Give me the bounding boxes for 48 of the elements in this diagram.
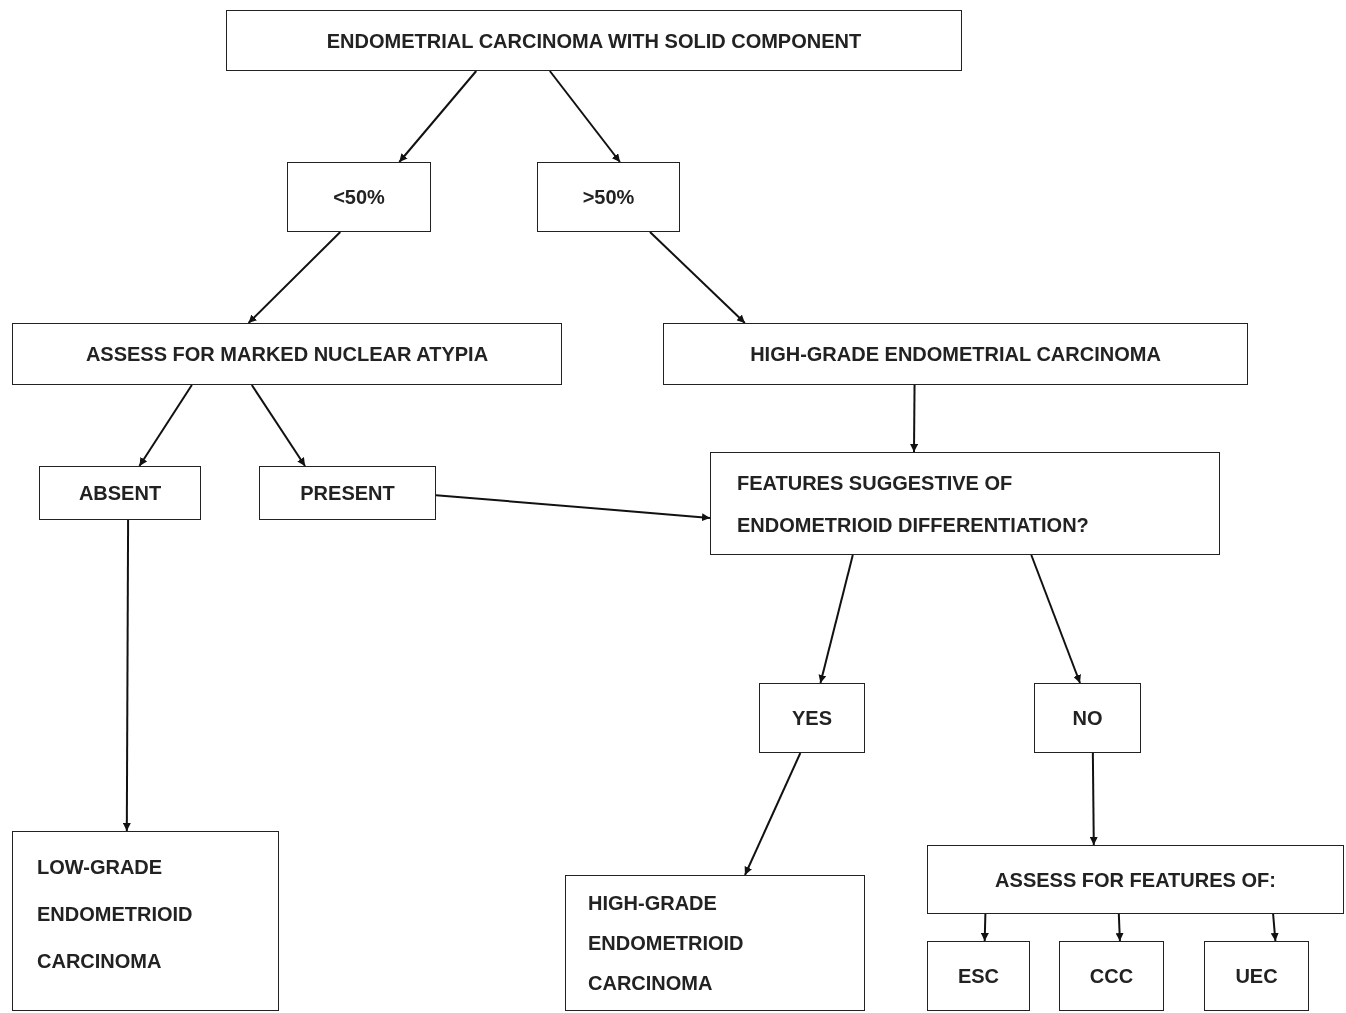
- arrow: [1089, 752, 1098, 846]
- process-box: [1034, 683, 1141, 753]
- box-label: HIGH-GRADE ENDOMETRIAL CARCINOMA: [750, 342, 1161, 366]
- arrow: [1270, 913, 1279, 942]
- process-box: [927, 941, 1030, 1011]
- process-box: [759, 683, 865, 753]
- box-label: >50%: [582, 185, 635, 209]
- box-label: CCC: [1089, 964, 1134, 988]
- process-box: [537, 162, 680, 232]
- process-box: [12, 323, 562, 385]
- arrow: [648, 231, 746, 324]
- process-box: [565, 875, 865, 1011]
- arrow: [247, 231, 342, 324]
- box-label: PRESENT: [300, 481, 395, 505]
- box-label: ENDOMETRIAL CARCINOMA WITH SOLID COMPONENT: [326, 28, 862, 53]
- process-box: [39, 466, 201, 520]
- arrow: [250, 384, 306, 467]
- arrow: [1115, 913, 1124, 942]
- box-label: ASSESS FOR FEATURES OF:: [995, 867, 1276, 892]
- box-label: ESC: [957, 964, 1000, 988]
- box-label: YES: [792, 706, 832, 730]
- process-box: [663, 323, 1248, 385]
- process-box: [12, 831, 279, 1011]
- arrow: [980, 913, 989, 942]
- process-box: [1059, 941, 1164, 1011]
- box-label: <50%: [333, 185, 385, 209]
- process-box: [1204, 941, 1309, 1011]
- box-label: NO: [1072, 706, 1103, 730]
- arrow: [548, 70, 621, 163]
- box-label: FEATURES SUGGESTIVE OF ENDOMETRIOID DIFFERENTIATION?: [737, 470, 1090, 538]
- process-box: [710, 452, 1220, 555]
- arrow: [435, 494, 711, 522]
- arrow: [910, 384, 919, 453]
- arrow: [818, 554, 854, 684]
- arrow: [1030, 554, 1081, 684]
- box-label: UEC: [1235, 964, 1278, 988]
- arrow: [138, 384, 193, 467]
- process-box: [226, 10, 962, 71]
- process-box: [287, 162, 431, 232]
- process-box: [927, 845, 1344, 914]
- arrow: [398, 70, 478, 163]
- box-label: HIGH-GRADE ENDOMETRIOID CARCINOMA: [588, 891, 745, 996]
- arrow: [744, 752, 802, 876]
- box-label: ASSESS FOR MARKED NUCLEAR ATYPIA: [85, 342, 489, 366]
- box-label: LOW-GRADE ENDOMETRIOID CARCINOMA: [37, 855, 194, 974]
- arrow: [122, 519, 131, 832]
- process-box: [259, 466, 436, 520]
- box-label: ABSENT: [78, 481, 162, 505]
